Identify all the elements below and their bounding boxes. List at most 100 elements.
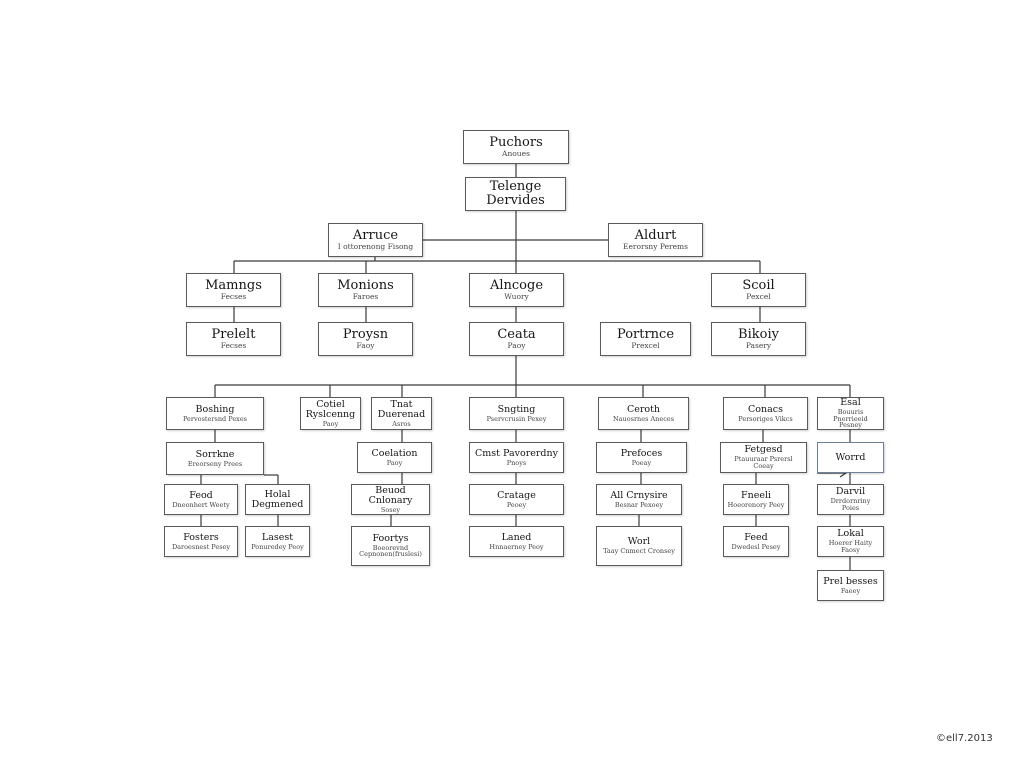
node-title: Darvil: [835, 486, 866, 498]
node-subtitle: Hnnaerney Peoy: [489, 542, 544, 551]
node-title: Holal Degmened: [251, 488, 304, 510]
node-subtitle: Pervostersnd Pexes: [182, 414, 248, 423]
node-title: Lasest: [261, 531, 294, 543]
node-title: Feod: [189, 489, 213, 501]
node-title: Feed: [744, 531, 768, 543]
node-title: Cmst Pavorerdny: [475, 447, 558, 459]
node-subtitle: Dneonhert Weety: [172, 500, 230, 509]
node-subtitle: Fecses: [220, 292, 247, 302]
node-subtitle: Besnar Pexoey: [614, 500, 664, 509]
node-title: Cotiel Ryslcenng: [305, 398, 356, 420]
node-subtitle: Pservcrusin Pexey: [486, 414, 547, 423]
node-subtitle: Wuory: [504, 292, 529, 302]
node-holal: Holal Degmened: [245, 484, 310, 515]
node-title: Conacs: [748, 403, 783, 415]
node-subtitle: Anoues: [502, 149, 530, 159]
node-subtitle: Faoy: [356, 341, 375, 351]
node-subtitle: Peoey: [506, 500, 527, 509]
node-subtitle: Faeey: [840, 586, 861, 595]
node-subtitle: Hoeorenory Peey: [727, 500, 785, 509]
node-title: Alncoge: [489, 277, 544, 293]
node-title: Arruce: [352, 227, 399, 243]
node-subtitle: Paoy: [322, 419, 339, 428]
node-title: Sorrkne: [195, 448, 235, 460]
node-title: Prel besses: [823, 575, 878, 587]
node-title: Mamngs: [205, 277, 262, 293]
node-subtitle: Bouuris Pnerrieeid Pesney: [833, 407, 868, 430]
node-subtitle: Pnoys: [506, 458, 527, 467]
node-subtitle: Sosey: [380, 505, 401, 514]
node-title: Proysn: [342, 326, 389, 342]
node-title: Foortys: [372, 532, 409, 544]
node-subtitle: Persoriges Vikcs: [738, 414, 793, 423]
node-subtitle: Paoy: [507, 341, 526, 351]
node-worrd: Worrd: [817, 442, 884, 473]
node-title: Sngting: [497, 403, 536, 415]
node-title: Beuod Cnlonary: [368, 484, 413, 506]
node-subtitle: Taay Cnmect Cronsey: [603, 547, 675, 556]
node-title: All Crnysire: [610, 489, 668, 501]
node-subtitle: Prexcel: [631, 341, 660, 351]
node-subtitle: Ponuredey Peoy: [251, 542, 304, 551]
node-title: Scoil: [742, 277, 775, 293]
node-title: Bikoiy: [738, 326, 779, 342]
copyright-text: ©ell7.2013: [936, 733, 993, 744]
node-subtitle: Hoerer Haity Faosy: [828, 539, 873, 554]
node-subtitle: Nauosrnes Aneces: [612, 414, 675, 423]
node-title: Boshing: [195, 403, 235, 415]
node-title: Ceata: [497, 326, 536, 342]
node-subtitle: Dwedesl Pesey: [731, 542, 781, 551]
node-title: Fosters: [183, 531, 219, 543]
node-subtitle: Paoy: [386, 458, 403, 467]
node-title: Portrnce: [616, 326, 675, 342]
node-title: Esal: [840, 396, 861, 408]
node-title: Coelation: [371, 447, 418, 459]
node-title: Monions: [337, 277, 394, 293]
node-title: Laned: [501, 531, 532, 543]
node-subtitle: Eerorsny Perems: [622, 242, 689, 252]
node-title: Lokal: [837, 528, 864, 540]
node-subtitle: Asros: [392, 419, 411, 428]
node-title: Worl: [627, 536, 651, 548]
node-title: Telenge Dervides: [486, 179, 545, 208]
node-title: Prefoces: [620, 447, 663, 459]
node-title: Aldurt: [634, 227, 677, 243]
node-title: Fetgesd: [744, 444, 783, 456]
node-subtitle: Fecses: [220, 341, 247, 351]
node-title: Worrd: [835, 451, 866, 463]
node-subtitle: I ottorenong Fisong: [337, 242, 414, 252]
node-subtitle: Ptauuraar Psrersl Coeay: [734, 455, 793, 470]
